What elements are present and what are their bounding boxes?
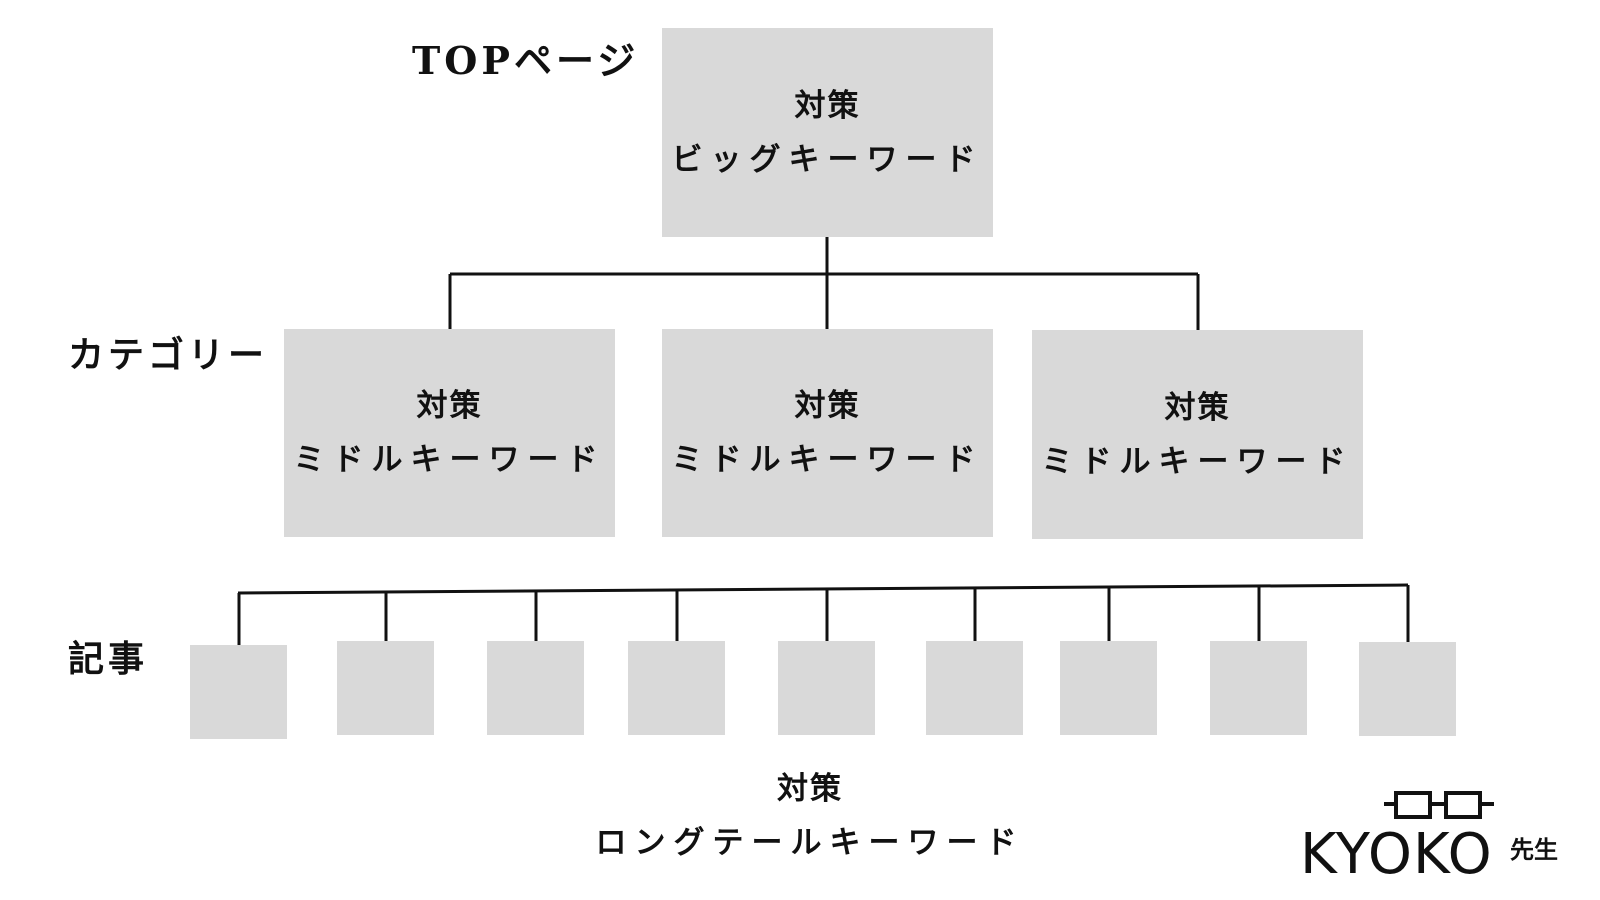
logo-suffix: 先生: [1510, 835, 1558, 864]
article-node: [487, 641, 584, 735]
level-label-top: TOPページ: [412, 38, 640, 83]
article-caption-line1: 対策: [777, 771, 843, 807]
article-node: [337, 641, 434, 735]
category-node-line2: ミドルキーワード: [1041, 443, 1354, 480]
article-caption-line2: ロングテールキーワード: [595, 825, 1025, 861]
article-node: [190, 645, 287, 739]
logo-name: KYOKO: [1300, 822, 1493, 887]
category-node-line1: 対策: [1164, 389, 1231, 426]
top-node-line2: ビッグキーワード: [671, 141, 984, 178]
level-label-category: カテゴリー: [68, 334, 269, 376]
article-node: [926, 641, 1023, 735]
article-node: [1359, 642, 1456, 736]
category-node-line2: ミドルキーワード: [671, 442, 984, 478]
article-node: [1060, 641, 1157, 735]
category-node-line2: ミドルキーワード: [293, 442, 606, 478]
article-node: [778, 641, 875, 735]
category-node-line1: 対策: [416, 388, 483, 424]
category-node-2: 対策 ミドルキーワード: [662, 329, 993, 537]
article-node: [628, 641, 725, 735]
category-node-3: 対策 ミドルキーワード: [1032, 330, 1363, 539]
kyoko-logo: KYOKO 先生: [1300, 788, 1590, 888]
article-caption: 対策 ロングテールキーワード: [560, 762, 1060, 870]
article-node: [1210, 641, 1307, 735]
category-node-line1: 対策: [794, 388, 861, 424]
top-page-node: 対策 ビッグキーワード: [662, 28, 993, 237]
category-node-1: 対策 ミドルキーワード: [284, 329, 615, 537]
glasses-icon: [1384, 791, 1494, 819]
level-label-article: 記事: [68, 638, 149, 680]
top-node-line1: 対策: [794, 87, 861, 124]
